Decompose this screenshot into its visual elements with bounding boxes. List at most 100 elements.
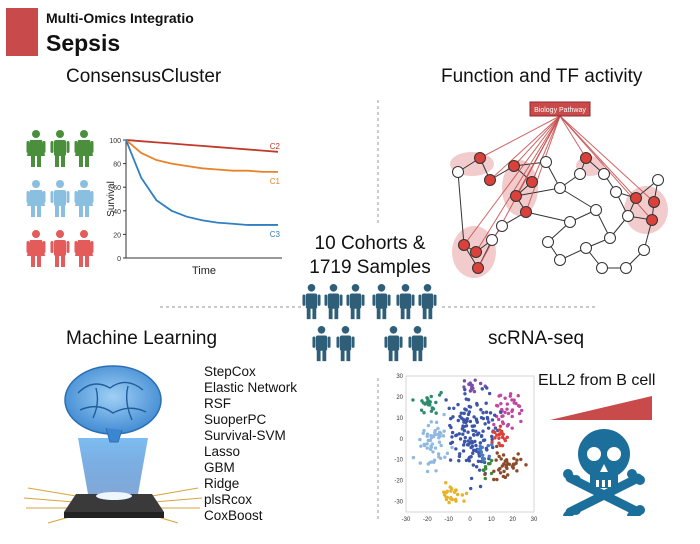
tsne-point — [441, 434, 446, 438]
tsne-point — [458, 414, 462, 419]
tsne-point — [447, 406, 451, 411]
tsne-point — [483, 476, 488, 481]
tsne-x-tick-label: 0 — [468, 517, 472, 523]
tsne-point — [512, 463, 516, 467]
tsne-point — [434, 400, 438, 405]
tsne-point — [516, 452, 520, 456]
tsne-point — [478, 484, 483, 489]
light-beam — [78, 438, 148, 494]
person-icon — [26, 130, 46, 167]
tsne-x-tick-label: -30 — [402, 517, 411, 523]
tsne-x-tick-label: -20 — [423, 517, 432, 523]
tsne-point — [469, 476, 474, 481]
tsne-point — [499, 429, 504, 434]
pathway-link — [463, 115, 561, 246]
tsne-y-tick-label: -30 — [394, 500, 403, 506]
tsne-point — [457, 458, 461, 463]
y-tick-label: 0 — [117, 256, 121, 263]
network-node — [474, 152, 486, 164]
tsne-point — [466, 430, 470, 434]
tsne-point — [490, 434, 494, 439]
tsne-point — [426, 462, 430, 466]
tsne-point — [467, 455, 472, 460]
pathway-link — [531, 115, 561, 183]
network-node — [564, 216, 576, 228]
tsne-point — [425, 400, 429, 404]
tsne-point — [449, 496, 453, 500]
network-node — [452, 166, 464, 178]
tsne-point — [491, 445, 495, 450]
center-people-icons — [302, 284, 437, 362]
tsne-point — [504, 458, 509, 462]
network-node — [458, 239, 470, 251]
y-tick-label: 40 — [113, 209, 121, 216]
tsne-point — [444, 481, 448, 485]
person-icon — [26, 180, 46, 217]
tsne-point — [505, 424, 510, 428]
ramp-triangle — [550, 396, 652, 420]
tsne-point — [468, 436, 472, 440]
tsne-point — [434, 469, 438, 473]
tsne-point — [462, 499, 466, 503]
pathway-network: Biology Pathway — [450, 101, 668, 278]
tsne-point — [505, 407, 509, 411]
tsne-point — [449, 441, 453, 446]
tsne-y-tick-label: 30 — [396, 374, 403, 380]
network-node — [554, 254, 566, 266]
network-node — [610, 186, 622, 198]
network-node — [580, 242, 592, 254]
tsne-point — [480, 445, 484, 450]
pathway-link — [489, 115, 561, 181]
biology-pathway-label: Biology Pathway — [534, 107, 586, 114]
tsne-point — [496, 417, 501, 422]
brain-icon — [64, 365, 162, 435]
tsne-point — [419, 444, 423, 448]
tsne-point — [472, 433, 476, 437]
tsne-point — [458, 437, 463, 441]
tsne-point — [517, 411, 522, 416]
tsne-point — [495, 444, 499, 449]
network-node — [486, 234, 498, 246]
pathway-link — [559, 115, 587, 159]
tsne-point — [430, 460, 434, 464]
tsne-point — [494, 458, 498, 462]
tsne-point — [505, 466, 509, 471]
tsne-point — [478, 381, 483, 386]
header-accent-block — [6, 8, 38, 56]
tsne-point — [497, 394, 501, 398]
tsne-point — [456, 418, 461, 423]
x-axis-label: Time — [192, 265, 216, 277]
tsne-point — [457, 454, 462, 459]
tsne-y-tick-label: 10 — [396, 416, 403, 422]
tsne-point — [486, 443, 491, 448]
pathway-link — [479, 115, 561, 159]
tsne-point — [514, 401, 518, 406]
tsne-point — [439, 390, 443, 395]
tsne-point — [449, 416, 453, 421]
tsne-point — [435, 432, 440, 437]
tsne-point — [501, 421, 505, 426]
tsne-point — [474, 443, 478, 448]
tsne-point — [420, 399, 424, 403]
tsne-point — [447, 500, 451, 505]
tsne-point — [494, 403, 499, 408]
tsne-point — [487, 420, 491, 424]
tsne-point — [477, 431, 481, 435]
tsne-point — [485, 448, 489, 452]
tsne-point — [426, 403, 431, 407]
ml-method-item: Ridge — [204, 476, 240, 491]
tsne-point — [455, 492, 460, 497]
network-node — [598, 168, 610, 180]
tsne-point — [464, 408, 468, 412]
person-icon — [372, 284, 391, 320]
network-node — [646, 214, 658, 226]
y-tick-label: 20 — [113, 232, 121, 239]
tsne-point — [430, 442, 435, 446]
tsne-point — [479, 408, 483, 412]
network-node — [596, 262, 608, 274]
tsne-x-tick-label: 30 — [531, 517, 538, 523]
tsne-point — [497, 432, 502, 437]
tsne-point — [477, 468, 482, 472]
tsne-point — [465, 416, 470, 421]
